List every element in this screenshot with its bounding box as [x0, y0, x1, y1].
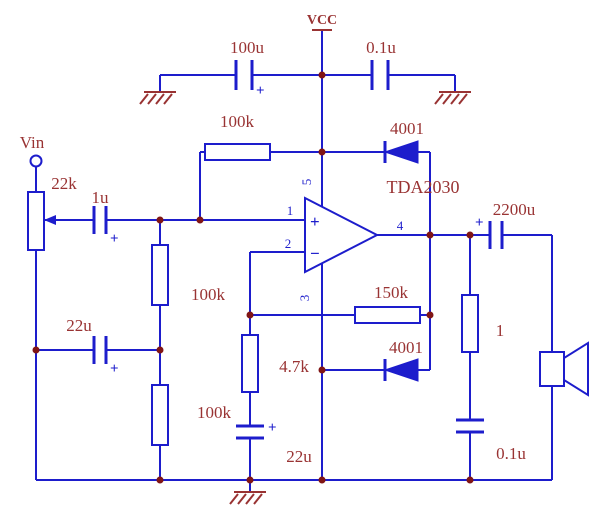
component-value-label: 100k — [191, 285, 226, 304]
vcc-terminal: VCC — [307, 13, 337, 28]
ground-symbol-top-left — [139, 91, 176, 105]
junction-dot — [466, 476, 474, 484]
resistor-body — [461, 294, 479, 353]
polarity-plus-sign: + — [475, 215, 484, 231]
component-value-label: 100k — [220, 112, 255, 131]
component-value-label: 4001 — [390, 119, 424, 138]
junction-dot — [156, 216, 164, 224]
wires — [35, 30, 553, 492]
resistor-body — [204, 143, 271, 161]
capacitor-plates — [456, 418, 484, 434]
wire-network — [35, 29, 553, 492]
junction-dot — [318, 476, 326, 484]
speaker — [539, 341, 589, 397]
junction-dot — [318, 366, 326, 374]
component-value-label: 22k — [51, 174, 77, 193]
resistor-150k: 150k — [354, 283, 421, 324]
potentiometer-22k: 22k — [27, 174, 77, 251]
ground-symbol-bottom — [229, 491, 266, 505]
diode-triangle — [383, 358, 419, 382]
junction-dot — [318, 148, 326, 156]
junction-dot — [156, 476, 164, 484]
junction-dot — [466, 231, 474, 239]
component-value-label: 100k — [197, 403, 232, 422]
ic-name-label: TDA2030 — [387, 177, 460, 197]
junction-dot — [156, 346, 164, 354]
diode-triangle — [383, 140, 419, 164]
polarity-plus-sign: + — [268, 420, 277, 436]
junction-dot — [32, 346, 40, 354]
component-value-label: 4.7k — [279, 357, 309, 376]
component-value-label: 1u — [92, 188, 110, 207]
vin-label: Vin — [20, 133, 45, 152]
capacitor-22u-mid: 22u + — [66, 316, 118, 377]
resistor-body — [241, 334, 259, 393]
polarity-plus-sign: + — [256, 83, 265, 99]
pin-number-3: 3 — [297, 295, 312, 302]
capacitor-22u-bottom: 22u + — [236, 420, 312, 466]
component-value-label: 0.1u — [496, 444, 526, 463]
vin-terminal: Vin — [20, 133, 45, 168]
junction-dot — [426, 231, 434, 239]
junction-dots — [32, 71, 474, 484]
component-value-label: 22u — [286, 447, 312, 466]
resistor-body — [151, 384, 169, 446]
pin-number-1: 1 — [287, 203, 294, 218]
capacitor-plates — [92, 206, 108, 234]
resistor-100k-top: 100k — [204, 112, 271, 161]
capacitor-plates — [370, 60, 390, 90]
component-value-label: 0.1u — [366, 38, 396, 57]
resistor-body — [354, 306, 421, 324]
resistor-4.7k: 4.7k — [241, 334, 309, 393]
pin-number-2: 2 — [285, 236, 292, 251]
polarity-plus-sign: + — [110, 361, 119, 377]
speaker-horn — [563, 341, 589, 397]
component-value-label: 22u — [66, 316, 92, 335]
component-value-label: 2200u — [493, 200, 536, 219]
resistor-100k-mid: 100k — [151, 244, 226, 306]
wiper-arrow — [44, 215, 56, 225]
capacitor-plates — [488, 221, 504, 249]
capacitor-0.1u-top: 0.1u — [366, 38, 396, 90]
component-value-label: 150k — [374, 283, 409, 302]
component-value-label: 100u — [230, 38, 265, 57]
junction-dot — [318, 71, 326, 79]
capacitor-plates — [92, 336, 108, 364]
ground-symbol-top-right — [434, 91, 471, 105]
polarity-plus-sign: + — [110, 231, 119, 247]
diode-4001-top: 4001 — [383, 119, 424, 164]
junction-dot — [246, 311, 254, 319]
junction-dot — [426, 311, 434, 319]
junction-dot — [246, 476, 254, 484]
ground-hatch — [434, 91, 471, 105]
capacitor-2200u: 2200u + — [475, 200, 536, 249]
capacitor-0.1u-bottom: 0.1u — [456, 418, 526, 463]
opamp-tda2030: + − TDA2030 5 1 2 4 3 — [285, 177, 460, 301]
component-value-label: 1 — [496, 321, 505, 340]
junction-dot — [196, 216, 204, 224]
opamp-triangle — [304, 196, 380, 274]
resistor-100k-bottom: 100k — [151, 384, 232, 446]
opamp-noninverting-sign: + — [310, 212, 320, 231]
input-terminal-circle — [29, 154, 43, 168]
capacitor-plates — [236, 424, 264, 440]
pin-number-4: 4 — [397, 218, 404, 233]
pin-number-5: 5 — [299, 179, 314, 186]
resistor-1ohm: 1 — [461, 294, 505, 353]
resistor-body — [151, 244, 169, 306]
speaker-body — [539, 351, 565, 387]
ground-hatch — [139, 91, 176, 105]
capacitor-plates — [234, 60, 254, 90]
capacitor-1u: 1u + — [92, 188, 119, 247]
capacitor-100u: 100u + — [230, 38, 265, 99]
opamp-inverting-sign: − — [310, 244, 320, 263]
diode-4001-bottom: 4001 — [383, 338, 423, 382]
potentiometer-body — [27, 191, 45, 251]
ground-hatch — [229, 491, 266, 505]
vcc-label: VCC — [307, 13, 337, 28]
component-value-label: 4001 — [389, 338, 423, 357]
